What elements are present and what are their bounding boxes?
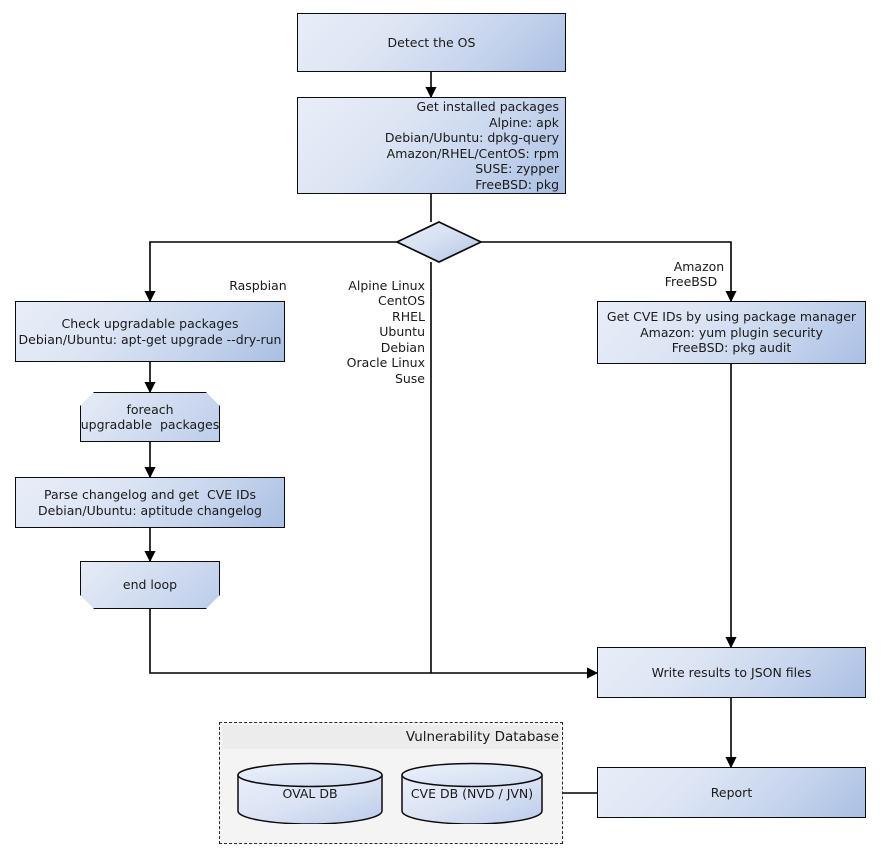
edge-label-middle-os-list: Alpine Linux CentOS RHEL Ubuntu Debian O…: [250, 262, 425, 402]
group-title-text: Vulnerability Database: [405, 729, 559, 745]
node-report[interactable]: Report: [597, 767, 866, 818]
edge-label-amazon-freebsd-text: Amazon FreeBSD: [664, 258, 725, 290]
node-get-installed-packages[interactable]: Get installed packages Alpine: apk Debia…: [297, 97, 566, 194]
node-check-upgradable[interactable]: Check upgradable packages Debian/Ubuntu:…: [15, 301, 285, 362]
node-get-cve-ids-label: Get CVE IDs by using package manager Ama…: [606, 309, 857, 356]
node-end-loop-label: end loop: [122, 577, 178, 593]
node-end-loop[interactable]: end loop: [80, 561, 220, 609]
node-os-decision[interactable]: [395, 220, 483, 264]
node-write-results-label: Write results to JSON files: [651, 664, 812, 680]
node-foreach-loop[interactable]: foreach upgradable packages: [80, 392, 220, 442]
db-oval-label-text: OVAL DB: [282, 785, 338, 801]
edge-endloop-to-write: [149, 609, 599, 679]
node-get-installed-packages-label: Get installed packages Alpine: apk Debia…: [384, 99, 559, 192]
edge-label-middle-os-list-text: Alpine Linux CentOS RHEL Ubuntu Debian O…: [346, 277, 425, 386]
db-cve-label-text: CVE DB (NVD / JVN): [410, 785, 534, 801]
db-oval-label: OVAL DB: [236, 780, 384, 806]
node-parse-changelog[interactable]: Parse changelog and get CVE IDs Debian/U…: [15, 477, 285, 528]
edge-label-amazon-freebsd: Amazon FreeBSD: [606, 243, 776, 305]
node-write-results[interactable]: Write results to JSON files: [597, 647, 866, 698]
node-detect-os-label: Detect the OS: [387, 34, 476, 50]
db-cve-label: CVE DB (NVD / JVN): [400, 780, 544, 806]
node-get-cve-ids[interactable]: Get CVE IDs by using package manager Ama…: [597, 301, 866, 364]
group-title-vulnerability-database: Vulnerability Database: [222, 725, 560, 749]
node-check-upgradable-label: Check upgradable packages Debian/Ubuntu:…: [18, 316, 282, 347]
node-detect-os[interactable]: Detect the OS: [297, 13, 566, 72]
db-cve[interactable]: [400, 762, 544, 825]
node-report-label: Report: [710, 784, 753, 800]
db-oval[interactable]: [236, 762, 384, 825]
node-foreach-loop-label: foreach upgradable packages: [80, 401, 220, 432]
node-parse-changelog-label: Parse changelog and get CVE IDs Debian/U…: [38, 487, 262, 518]
